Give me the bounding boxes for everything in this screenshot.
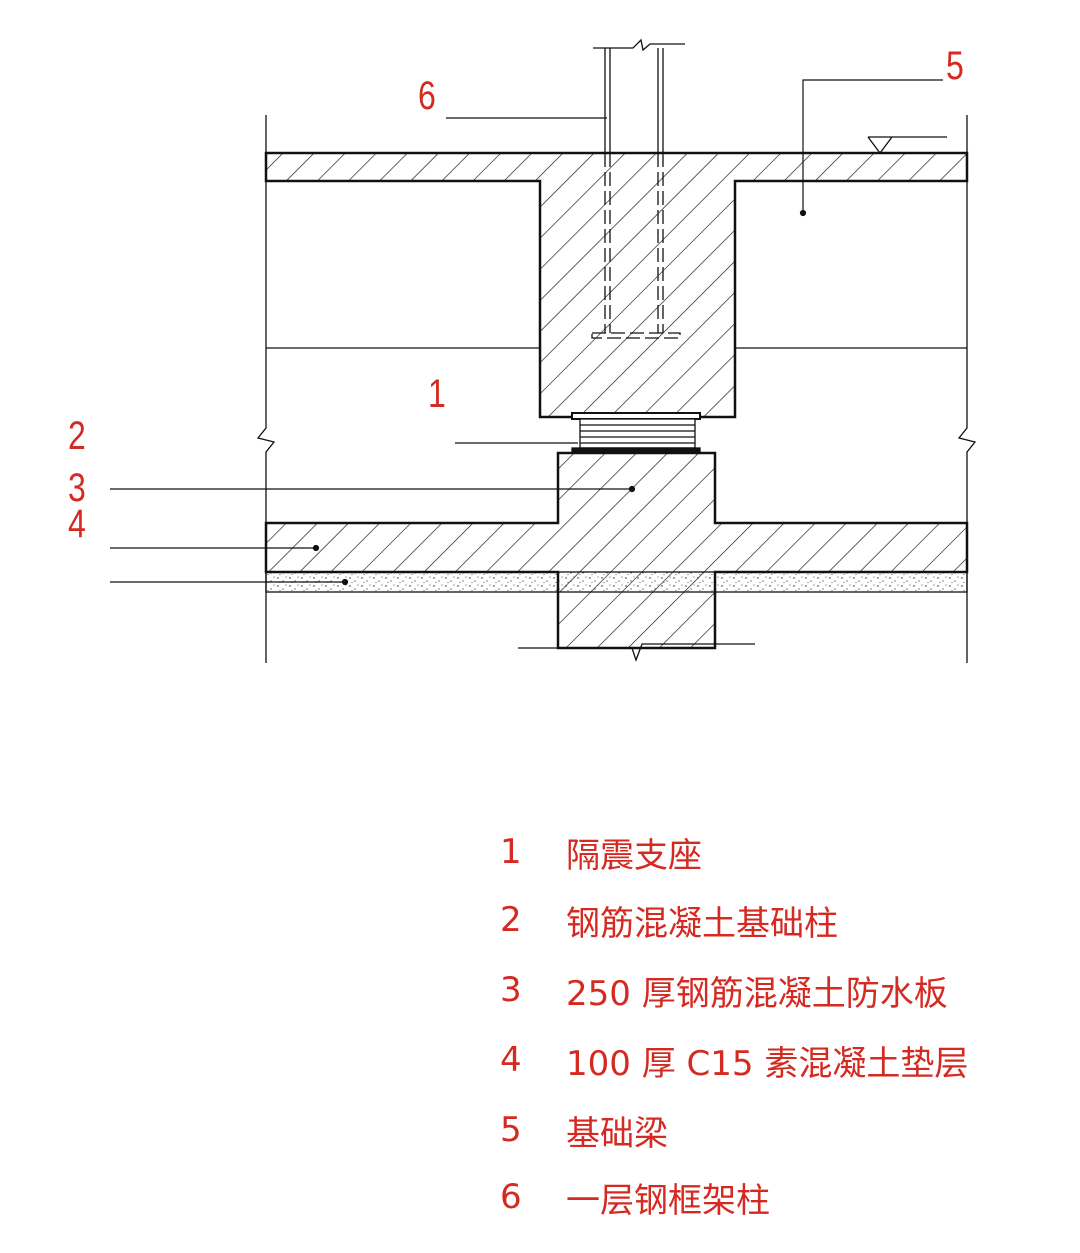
legend-number: 1 [500, 832, 522, 872]
steel-column [591, 38, 685, 339]
callout-3: 3 [68, 466, 86, 510]
legend-item: 6 一层钢框架柱 [500, 1175, 770, 1221]
legend-text: 一层钢框架柱 [566, 1180, 770, 1221]
legend-text: 钢筋混凝土基础柱 [566, 903, 838, 944]
legend-text: 250 厚钢筋混凝土防水板 [566, 973, 948, 1014]
callout-2: 2 [68, 414, 86, 458]
pedestal-and-raft [264, 451, 969, 650]
legend-number: 2 [500, 900, 522, 940]
legend-item: 1 隔震支座 [500, 830, 702, 876]
foundation-beam [264, 151, 969, 419]
callout-5: 5 [946, 44, 964, 88]
legend-text: 100 厚 C15 素混凝土垫层 [566, 1043, 969, 1084]
section-drawing [110, 38, 977, 663]
legend-text: 基础梁 [566, 1113, 668, 1154]
callout-6: 6 [418, 74, 436, 118]
callout-4: 4 [68, 502, 86, 546]
legend-number: 3 [500, 970, 522, 1010]
isolation-bearing [571, 412, 701, 454]
callout-1: 1 [428, 372, 446, 416]
left-break-line [256, 115, 276, 663]
legend-number: 5 [500, 1110, 522, 1150]
legend-item: 2 钢筋混凝土基础柱 [500, 898, 838, 944]
legend-item: 5 基础梁 [500, 1108, 668, 1154]
legend-item: 4 100 厚 C15 素混凝土垫层 [500, 1038, 969, 1084]
legend-item: 3 250 厚钢筋混凝土防水板 [500, 968, 948, 1014]
level-symbol [867, 136, 947, 155]
right-break-line [957, 115, 977, 663]
legend-text: 隔震支座 [566, 835, 702, 876]
legend-number: 6 [500, 1177, 522, 1217]
legend-number: 4 [500, 1040, 522, 1080]
